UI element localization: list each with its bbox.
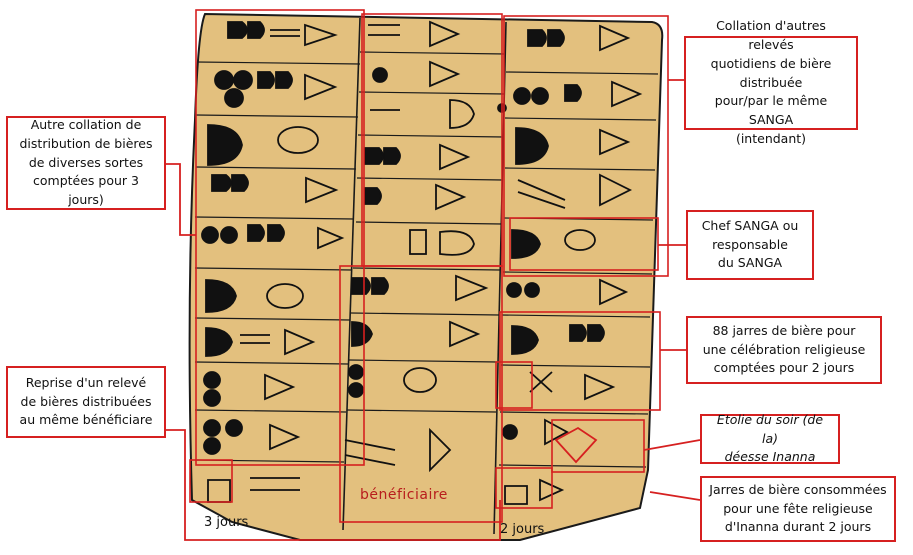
note-collation-autres-releves: Collation d'autres relevés quotidiens de… <box>684 18 858 146</box>
sign-row-8-col-1 <box>203 371 296 407</box>
sign-row-10-col-3 <box>504 478 565 505</box>
frame-column-1 <box>195 9 365 466</box>
label-2-jours: 2 jours <box>500 522 545 537</box>
frame-bottom-left <box>189 459 233 503</box>
sign-row-4-col-3 <box>517 173 633 209</box>
sign-row-2-col-3 <box>513 80 643 108</box>
sign-row-5-col-1 <box>201 224 345 250</box>
connector-inanna <box>649 491 701 501</box>
sign-row-9-col-2 <box>348 364 437 398</box>
sign-row-1-col-2 <box>368 20 461 48</box>
sign-row-1-col-3 <box>527 24 631 52</box>
sign-row-4-col-2 <box>364 143 471 171</box>
frame-column-3-top <box>503 15 669 277</box>
annotation-frames <box>189 9 669 523</box>
note-autre-collation: Autre collation de distribution de bière… <box>6 116 166 210</box>
sign-row-3-col-1 <box>207 124 319 166</box>
sign-row-8-col-3 <box>529 371 616 401</box>
label-beneficiaire: bénéficiaire <box>360 487 448 503</box>
sign-row-10-col-2 <box>344 427 452 473</box>
frame-inanna-jarres <box>495 467 553 509</box>
sign-row-6-col-2 <box>409 229 475 256</box>
sign-row-3-col-3 <box>515 127 631 165</box>
frame-sanga <box>509 217 659 271</box>
connector-left-upper <box>165 163 196 236</box>
connector-star <box>554 426 598 464</box>
frame-88-jarres <box>499 311 661 411</box>
cuneiform-signs <box>201 20 643 505</box>
sign-row-6-col-1 <box>205 279 304 313</box>
connector-etoile <box>643 439 701 451</box>
sign-row-7-col-3 <box>511 324 605 355</box>
sign-row-9-col-1 <box>203 419 301 455</box>
sign-row-9-col-3 <box>502 418 569 446</box>
sign-row-2-col-2 <box>372 60 461 88</box>
note-jarres-inanna: Jarres de bière consommées pour une fête… <box>700 476 896 542</box>
sign-row-7-col-1 <box>205 327 316 357</box>
sign-row-8-col-2 <box>351 320 481 348</box>
note-etoile-inanna: Etolie du soir (de la) déesse Inanna <box>700 412 840 464</box>
note-reprise-releve: Reprise d'un relevé de bières distribuée… <box>6 366 166 438</box>
sign-row-5-col-3 <box>511 229 596 259</box>
frame-etoile <box>551 419 645 473</box>
sign-row-6-col-3 <box>506 278 629 306</box>
label-3-jours: 3 jours <box>204 515 249 530</box>
sign-row-2-col-1 <box>214 70 338 108</box>
sign-row-4-col-1 <box>211 174 339 204</box>
row-rules <box>194 51 659 468</box>
frame-column-2-bottom <box>339 265 503 523</box>
connector-left-lower <box>164 429 501 541</box>
note-chef-sanga: Chef SANGA ou responsable du SANGA <box>686 210 814 280</box>
sign-row-5-col-2 <box>364 183 467 211</box>
connector-lines <box>164 79 701 541</box>
sign-row-1-col-1 <box>227 21 338 47</box>
frame-88-sub <box>495 361 533 409</box>
sign-row-7-col-2 <box>351 274 489 302</box>
note-88-jarres: 88 jarres de bière pour une célébration … <box>686 316 882 384</box>
